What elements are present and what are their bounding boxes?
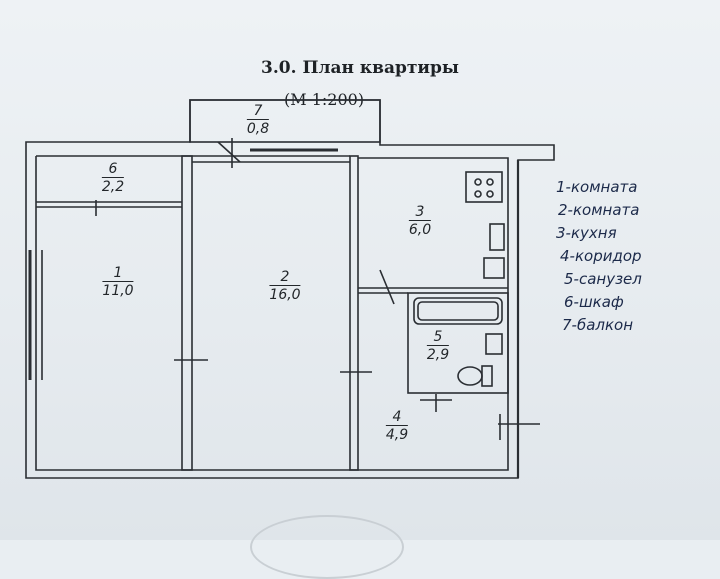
room-label-3: 3 6,0 xyxy=(408,204,432,238)
room-label-2: 2 16,0 xyxy=(269,269,301,303)
room-label-6: 6 2,2 xyxy=(101,161,125,195)
legend-item: 3-кухня xyxy=(556,224,617,242)
legend-item: 6-шкаф xyxy=(564,293,624,311)
legend-item: 4-коридор xyxy=(560,247,642,265)
room-label-1: 1 11,0 xyxy=(102,265,134,299)
room-label-5: 5 2,9 xyxy=(426,329,450,363)
floor-plan-drawing xyxy=(25,99,555,479)
legend-item: 5-санузел xyxy=(564,270,642,288)
legend-item: 7-балкон xyxy=(562,316,634,334)
plan-title: 3.0. План квартиры xyxy=(261,58,459,78)
room-label-7: 7 0,8 xyxy=(246,103,270,137)
room-legend: 1-комната 2-комната 3-кухня 4-коридор 5-… xyxy=(556,176,642,337)
room-label-4: 4 4,9 xyxy=(385,409,409,443)
stamp-mark xyxy=(250,515,404,579)
legend-item: 1-комната xyxy=(556,178,638,196)
legend-item: 2-комната xyxy=(558,201,640,219)
outer-wall-inner xyxy=(35,155,509,471)
